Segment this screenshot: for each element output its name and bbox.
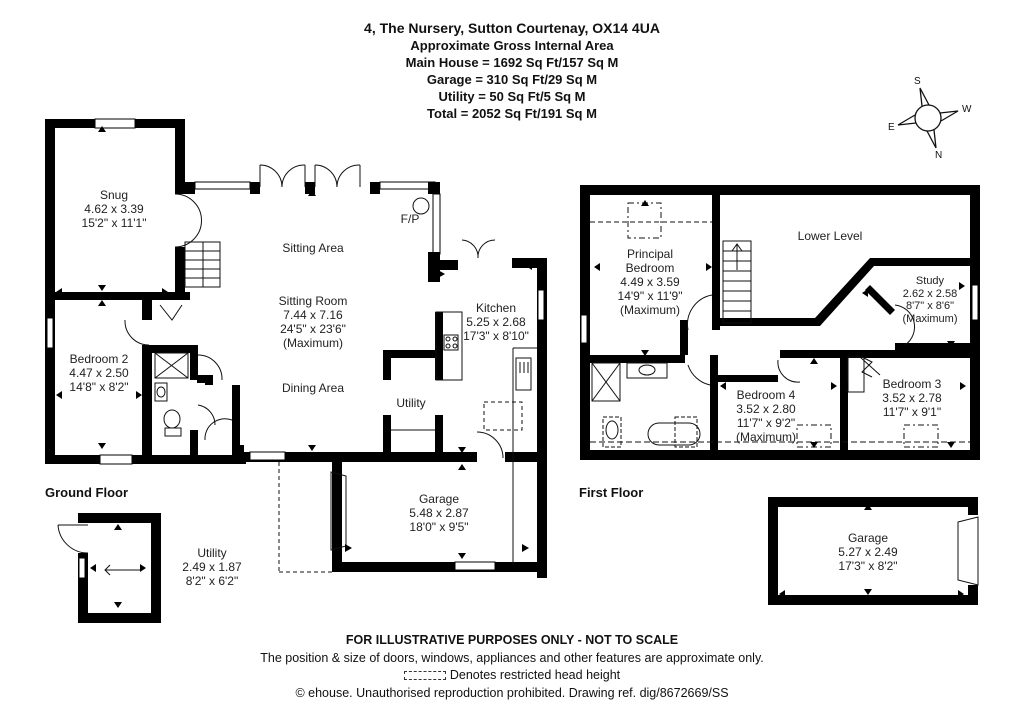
area-garage: Garage = 310 Sq Ft/29 Sq M	[426, 72, 598, 87]
room-note: (Maximum)	[736, 430, 796, 444]
room-snug: Snug 4.62 x 3.39 15'2" x 11'1"	[82, 188, 147, 230]
room-metric: 5.25 x 2.68	[466, 315, 526, 329]
room-metric: 2.49 x 1.87	[182, 560, 242, 574]
area-total: Total = 2052 Sq Ft/191 Sq M	[427, 106, 597, 121]
room-utility-inner: Utility	[396, 396, 426, 410]
head-height-legend: Denotes restricted head height	[0, 667, 1024, 685]
compass-icon	[897, 87, 959, 149]
room-metric: 4.62 x 3.39	[84, 202, 144, 216]
room-garage-ground: Garage 5.48 x 2.87 18'0" x 9'5"	[409, 492, 468, 534]
room-name: Garage	[418, 492, 460, 506]
area-main-house: Main House = 1692 Sq Ft/157 Sq M	[405, 55, 619, 70]
room-imperial: 24'5" x 23'6"	[280, 322, 346, 336]
room-metric: 3.52 x 2.80	[736, 402, 796, 416]
room-imperial: 8'2" x 6'2"	[185, 574, 239, 588]
room-metric: 5.27 x 2.49	[838, 545, 898, 559]
room-principal-bedroom: Principal Bedroom 4.49 x 3.59 14'9" x 11…	[618, 247, 683, 317]
room-metric: 5.48 x 2.87	[409, 506, 469, 520]
room-imperial: 18'0" x 9'5"	[409, 520, 469, 534]
room-sitting-room: Sitting Room 7.44 x 7.16 24'5" x 23'6" (…	[279, 294, 348, 350]
room-name: Principal	[626, 247, 674, 261]
room-lower-level: Lower Level	[797, 229, 863, 243]
room-imperial: 17'3" x 8'2"	[838, 559, 898, 573]
compass-south-label: S	[914, 76, 921, 87]
first-floor-title: First Floor	[579, 485, 644, 500]
room-study: Study 2.62 x 2.58 8'7" x 8'6" (Maximum)	[903, 275, 958, 325]
room-name: Study	[915, 275, 945, 287]
room-name: Bedroom 4	[736, 388, 796, 402]
fireplace-label: F/P	[400, 212, 420, 226]
room-name: Snug	[99, 188, 129, 202]
area-subtitle: Approximate Gross Internal Area	[410, 38, 614, 53]
compass-west-label: W	[962, 104, 972, 115]
room-metric: 3.52 x 2.78	[882, 391, 942, 405]
approximation-note: The position & size of doors, windows, a…	[260, 650, 764, 665]
room-utility-outbuilding: Utility 2.49 x 1.87 8'2" x 6'2"	[182, 546, 241, 588]
room-bedroom-2: Bedroom 2 4.47 x 2.50 14'8" x 8'2"	[69, 352, 128, 394]
area-utility: Utility = 50 Sq Ft/5 Sq M	[438, 89, 586, 104]
room-metric: 2.62 x 2.58	[902, 287, 958, 300]
room-note: (Maximum)	[902, 312, 958, 325]
room-metric: 7.44 x 7.16	[283, 308, 343, 322]
room-name: Bedroom 2	[69, 352, 129, 366]
room-kitchen: Kitchen 5.25 x 2.68 17'3" x 8'10"	[463, 301, 529, 343]
legend-text: Denotes restricted head height	[449, 668, 621, 682]
room-imperial: 14'9" x 11'9"	[617, 289, 683, 303]
property-address: 4, The Nursery, Sutton Courtenay, OX14 4…	[364, 20, 660, 36]
room-imperial: 14'8" x 8'2"	[69, 380, 129, 394]
copyright: © ehouse. Unauthorised reproduction proh…	[295, 685, 729, 700]
room-sitting-area: Sitting Area	[282, 241, 344, 255]
room-imperial: 8'7" x 8'6"	[905, 300, 955, 312]
room-imperial: 15'2" x 11'1"	[81, 216, 147, 230]
plan-footer: FOR ILLUSTRATIVE PURPOSES ONLY - NOT TO …	[0, 632, 1024, 702]
room-note: (Maximum)	[282, 336, 343, 350]
ground-floor-title: Ground Floor	[45, 485, 129, 500]
room-imperial: 11'7" x 9'2"	[736, 416, 796, 430]
restricted-head-height-icon	[403, 671, 446, 681]
room-dining-area: Dining Area	[281, 381, 345, 395]
compass-north-label: N	[935, 150, 943, 161]
room-name-2: Bedroom	[625, 261, 675, 275]
room-garage-first: Garage 5.27 x 2.49 17'3" x 8'2"	[838, 531, 897, 573]
room-metric: 4.49 x 3.59	[620, 275, 680, 289]
room-bedroom-3: Bedroom 3 3.52 x 2.78 11'7" x 9'1"	[882, 377, 941, 419]
room-imperial: 11'7" x 9'1"	[882, 405, 942, 419]
room-bedroom-4: Bedroom 4 3.52 x 2.80 11'7" x 9'2" (Maxi…	[736, 388, 796, 444]
room-metric: 4.47 x 2.50	[69, 366, 129, 380]
room-name: Kitchen	[475, 301, 517, 315]
room-note: (Maximum)	[619, 303, 680, 317]
room-name: Bedroom 3	[882, 377, 942, 391]
plan-header: 4, The Nursery, Sutton Courtenay, OX14 4…	[0, 20, 1024, 122]
room-imperial: 17'3" x 8'10"	[463, 329, 529, 343]
disclaimer: FOR ILLUSTRATIVE PURPOSES ONLY - NOT TO …	[345, 633, 679, 647]
room-name: Sitting Room	[278, 294, 348, 308]
compass-east-label: E	[888, 122, 895, 133]
room-name: Utility	[197, 546, 227, 560]
room-name: Garage	[847, 531, 889, 545]
